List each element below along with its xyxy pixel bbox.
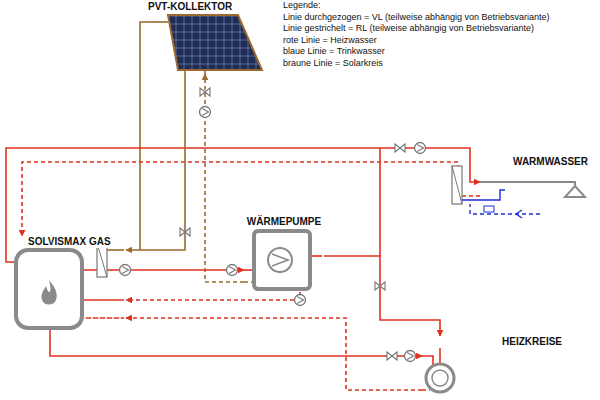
legend-text: braune Linie = Solarkreis (283, 58, 383, 68)
heating-pipe (22, 162, 480, 236)
legend-entry: Linie durchgezogen = VL (teilweise abhän… (283, 12, 550, 24)
component-label: WÄRMEPUMPE (244, 216, 324, 228)
heating-pipe (126, 292, 300, 300)
legend-text: blaue Linie = Trinkwasser (283, 46, 385, 56)
legend-block: Legende:Linie durchgezogen = VL (teilwei… (283, 0, 550, 69)
legend-text: Linie durchgezogen = VL (teilweise abhän… (283, 12, 550, 22)
storage-tank: SOLVISMAX GAS (14, 236, 126, 330)
heating-pipe (324, 256, 440, 336)
legend-text: Linie gestrichelt = RL (teilweise abhäng… (283, 23, 534, 33)
component-label: WARMWASSER (480, 156, 596, 168)
legend-entry: rote Linie = Heizwasser (283, 35, 550, 47)
hot-water-outlet: WARMWASSER (480, 156, 596, 206)
heating-pipe (6, 148, 480, 262)
heat-pump-unit: WÄRMEPUMPE (244, 216, 324, 292)
legend-heading: Legende: (283, 0, 550, 12)
heating-circuit: HEIZKREISE (422, 336, 564, 398)
legend-entry: blaue Linie = Trinkwasser (283, 46, 550, 58)
legend-text: rote Linie = Heizwasser (283, 35, 377, 45)
component-label: SOLVISMAX GAS (14, 236, 126, 248)
solar-pipe (126, 22, 148, 250)
heating-pipe (126, 318, 422, 390)
collector-unit: PVT-KOLLEKTOR (148, 1, 272, 74)
component-label: PVT-KOLLEKTOR (148, 1, 272, 13)
legend-entry: braune Linie = Solarkreis (283, 58, 550, 70)
solar-pipe (205, 74, 244, 282)
heating-pipe (50, 330, 422, 356)
legend-entry: Linie gestrichelt = RL (teilweise abhäng… (283, 23, 550, 35)
component-label: HEIZKREISE (422, 336, 564, 348)
